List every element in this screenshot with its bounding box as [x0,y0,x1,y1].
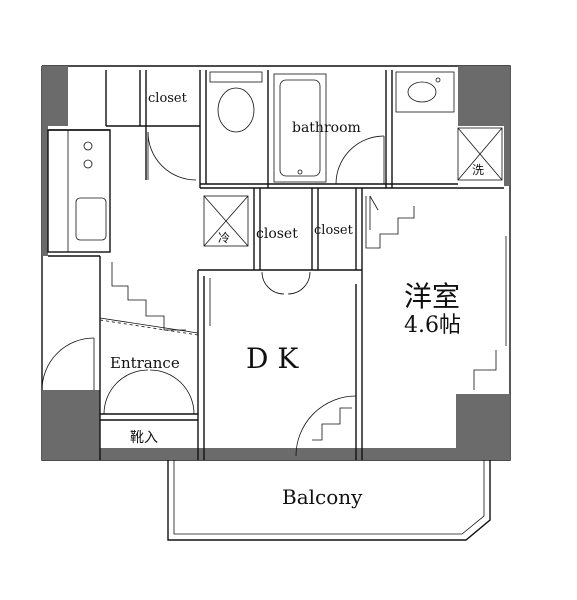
shoe-storage-label: 靴入 [130,430,158,446]
outer-walls [41,65,511,461]
western-room-size: 4.6帖 [404,313,461,338]
washer-space: 洗 [457,127,503,181]
balcony-label: Balcony [282,485,363,509]
fridge-space: 冷 [203,195,249,247]
washer-mark: 洗 [472,163,484,177]
bathroom-label: bathroom [292,120,361,136]
washbasin [395,71,455,113]
interior-walls [48,70,504,460]
kitchen-counter [47,129,111,253]
closet-top-label: closet [148,91,188,106]
closet-right-label: closet [314,223,354,238]
windows [505,236,511,346]
fridge-mark: 冷 [218,231,230,245]
western-room-name: 洋室 [404,280,460,313]
closet-mid-label: closet [256,226,298,242]
balcony [167,460,491,541]
entrance-label: Entrance [110,354,180,372]
bathtub [273,73,327,183]
toilet [209,71,263,133]
floor-marks [111,196,497,441]
dk-label: D K [246,342,299,375]
door-swings [41,131,385,457]
